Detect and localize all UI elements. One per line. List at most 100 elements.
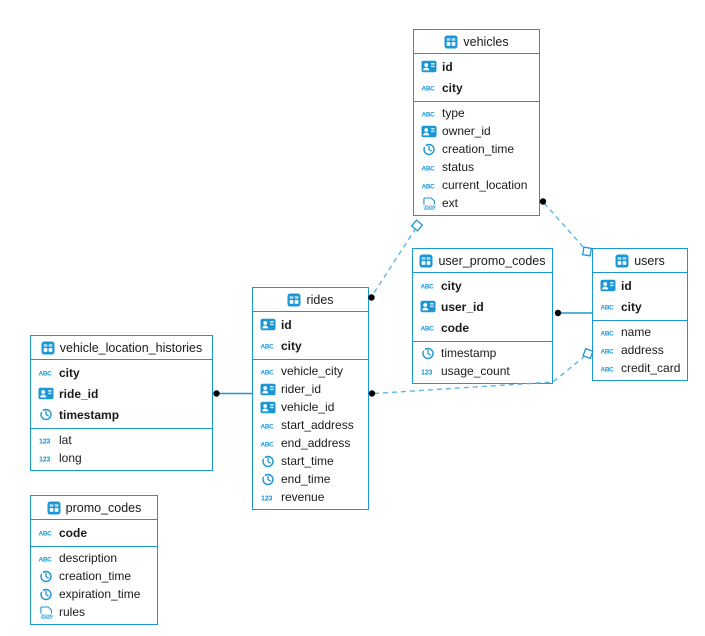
json-document-icon	[421, 197, 437, 210]
abc-string-icon	[38, 552, 54, 565]
column-label: creation_time	[59, 569, 132, 583]
table-promo-codes[interactable]: promo_codes code description creation_ti…	[30, 495, 158, 625]
table-users[interactable]: users id city name address credi	[592, 248, 688, 381]
column-row: city	[413, 275, 552, 296]
columns-section: name address credit_card	[593, 321, 687, 380]
column-row: name	[593, 323, 687, 341]
abc-string-icon	[600, 344, 616, 357]
abc-string-icon	[260, 419, 276, 432]
table-grid-icon	[444, 35, 458, 49]
column-label: rules	[59, 605, 86, 619]
clock-icon	[38, 408, 54, 421]
column-label: rider_id	[281, 382, 322, 396]
dot-marker	[368, 294, 375, 301]
table-grid-icon	[419, 254, 433, 268]
column-label: timestamp	[441, 346, 497, 360]
column-label: code	[59, 525, 88, 540]
abc-string-icon	[420, 279, 436, 292]
primary-key-section: city ride_id timestamp	[31, 360, 212, 429]
table-vehicles[interactable]: vehicles id city type owner_id c	[413, 29, 540, 216]
json-document-icon	[38, 606, 54, 619]
column-row: city	[253, 335, 368, 356]
column-row: code	[413, 317, 552, 338]
column-label: revenue	[281, 490, 325, 504]
clock-icon	[420, 347, 436, 360]
column-label: id	[621, 278, 632, 293]
column-row: lat	[31, 431, 212, 449]
clock-icon	[260, 455, 276, 468]
column-row: user_id	[413, 296, 552, 317]
123-number-icon	[260, 491, 276, 504]
table-title: vehicles	[463, 34, 509, 49]
abc-string-icon	[421, 81, 437, 94]
column-row: timestamp	[31, 404, 212, 425]
abc-string-icon	[38, 526, 54, 539]
table-grid-icon	[47, 501, 61, 515]
123-number-icon	[38, 434, 54, 447]
column-row: id	[253, 314, 368, 335]
abc-string-icon	[38, 366, 54, 379]
column-label: type	[442, 106, 465, 120]
table-title: promo_codes	[65, 500, 142, 515]
column-label: status	[442, 160, 475, 174]
id-badge-icon	[421, 60, 437, 73]
columns-section: vehicle_city rider_id vehicle_id start_a…	[253, 360, 368, 509]
id-badge-icon	[420, 300, 436, 313]
table-header: vehicle_location_histories	[31, 336, 212, 360]
column-label: vehicle_id	[281, 400, 335, 414]
column-row: vehicle_city	[253, 362, 368, 380]
column-label: user_id	[441, 299, 484, 314]
table-header: vehicles	[414, 30, 539, 54]
column-row: status	[414, 158, 539, 176]
column-label: credit_card	[621, 361, 681, 375]
table-user-promo-codes[interactable]: user_promo_codes city user_id code times…	[412, 248, 553, 384]
column-row: code	[31, 522, 157, 543]
column-label: lat	[59, 433, 72, 447]
column-label: creation_time	[442, 142, 515, 156]
id-badge-icon	[600, 279, 616, 292]
clock-icon	[260, 473, 276, 486]
column-label: city	[442, 80, 463, 95]
column-row: ride_id	[31, 383, 212, 404]
column-label: city	[441, 278, 462, 293]
id-badge-icon	[421, 125, 437, 138]
column-row: rider_id	[253, 380, 368, 398]
column-label: timestamp	[59, 407, 120, 422]
table-rides[interactable]: rides id city vehicle_city rider_id	[252, 287, 369, 510]
abc-string-icon	[421, 107, 437, 120]
column-row: description	[31, 549, 157, 567]
columns-section: type owner_id creation_time status curre…	[414, 102, 539, 215]
123-number-icon	[38, 452, 54, 465]
table-title: vehicle_location_histories	[59, 340, 203, 355]
abc-string-icon	[600, 300, 616, 313]
column-label: usage_count	[441, 364, 510, 378]
column-row: revenue	[253, 488, 368, 506]
dot-marker	[213, 390, 220, 397]
column-row: start_time	[253, 452, 368, 470]
123-number-icon	[420, 365, 436, 378]
columns-section: description creation_time expiration_tim…	[31, 547, 157, 624]
table-grid-icon	[287, 293, 301, 307]
abc-string-icon	[260, 437, 276, 450]
column-label: city	[281, 338, 302, 353]
column-row: end_time	[253, 470, 368, 488]
id-badge-icon	[260, 401, 276, 414]
table-header: rides	[253, 288, 368, 312]
column-row: timestamp	[413, 344, 552, 362]
column-row: creation_time	[31, 567, 157, 585]
columns-section: timestamp usage_count	[413, 342, 552, 383]
column-row: vehicle_id	[253, 398, 368, 416]
column-row: city	[414, 77, 539, 98]
columns-section: lat long	[31, 429, 212, 470]
id-badge-icon	[260, 383, 276, 396]
column-row: creation_time	[414, 140, 539, 158]
column-label: end_time	[281, 472, 331, 486]
column-row: end_address	[253, 434, 368, 452]
table-vehicle-location-histories[interactable]: vehicle_location_histories city ride_id …	[30, 335, 213, 471]
column-label: name	[621, 325, 652, 339]
column-label: expiration_time	[59, 587, 141, 601]
abc-string-icon	[260, 339, 276, 352]
primary-key-section: code	[31, 520, 157, 547]
column-row: type	[414, 104, 539, 122]
